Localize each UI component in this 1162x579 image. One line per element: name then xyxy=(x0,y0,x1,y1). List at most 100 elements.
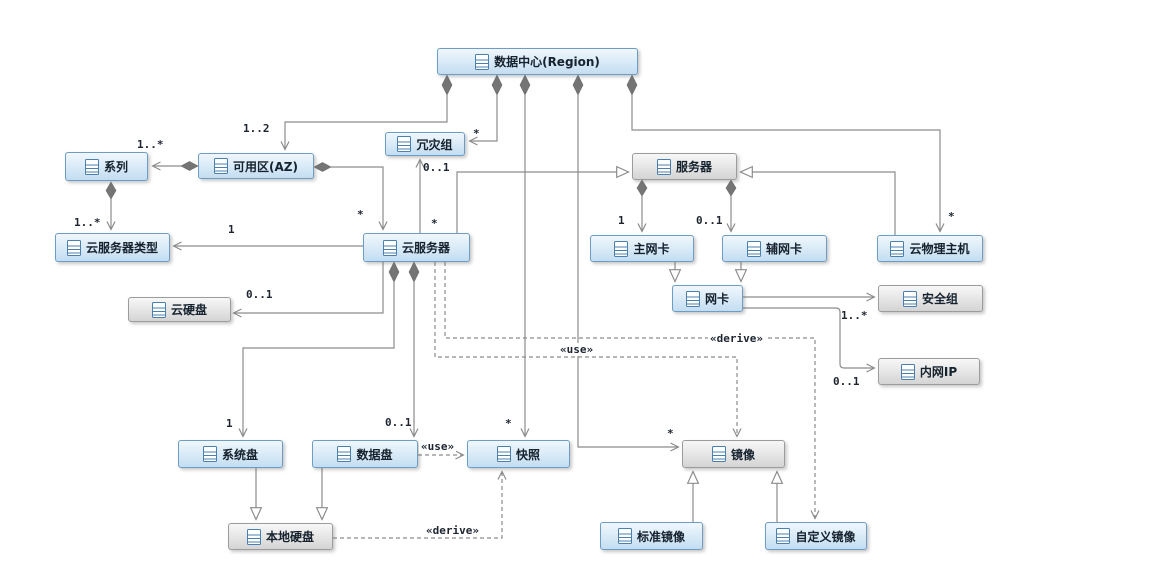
stereotype-label-use: «use» xyxy=(558,343,596,356)
composition-diamond xyxy=(519,74,531,96)
node-local-disk[interactable]: 本地硬盘 xyxy=(228,523,333,550)
edge-localdisk-snapshot-derive xyxy=(333,472,502,539)
composition-diamond xyxy=(636,179,648,197)
class-icon xyxy=(900,363,915,380)
class-icon xyxy=(382,239,397,256)
edge-datacenter-drgroup xyxy=(470,95,498,141)
node-cloud-disk[interactable]: 云硬盘 xyxy=(128,297,231,322)
composition-diamond xyxy=(491,74,503,96)
node-label: 云服务器 xyxy=(401,241,450,255)
edge-datacenter-physical xyxy=(631,95,940,231)
composition-diamond xyxy=(408,261,420,283)
node-snapshot[interactable]: 快照 xyxy=(467,440,570,468)
multiplicity-label: 1..* xyxy=(841,309,868,322)
multiplicity-label: 0..1 xyxy=(833,375,860,388)
node-label: 云服务器类型 xyxy=(85,241,158,255)
composition-diamond xyxy=(105,181,117,200)
composition-diamond xyxy=(388,261,400,283)
node-label: 安全组 xyxy=(921,292,958,306)
edge-cloudserver-image-use xyxy=(434,262,737,436)
node-server-type[interactable]: 云服务器类型 xyxy=(55,233,170,262)
class-icon xyxy=(902,290,917,307)
multiplicity-label: * xyxy=(473,127,480,140)
node-nic[interactable]: 网卡 xyxy=(672,285,743,312)
multiplicity-label: 0..1 xyxy=(696,214,723,227)
class-icon xyxy=(66,239,81,256)
node-label: 可用区(AZ) xyxy=(233,159,298,174)
node-label: 自定义镜像 xyxy=(795,529,856,544)
node-cloud-server[interactable]: 云服务器 xyxy=(363,233,470,262)
multiplicity-label: 1 xyxy=(618,214,625,227)
multiplicity-label: 1 xyxy=(228,223,235,236)
node-label: 云物理主机 xyxy=(909,242,970,256)
node-cloud-physical-host[interactable]: 云物理主机 xyxy=(877,235,983,262)
edge-cloudserver-server-gen xyxy=(456,172,628,233)
node-label: 系列 xyxy=(103,160,128,174)
multiplicity-label: 0..1 xyxy=(385,416,412,429)
class-icon xyxy=(746,240,761,257)
node-az[interactable]: 可用区(AZ) xyxy=(198,153,314,179)
node-label: 主网卡 xyxy=(633,242,670,256)
composition-diamond xyxy=(441,74,453,96)
class-icon xyxy=(776,528,791,544)
node-dr-group[interactable]: 冗灾组 xyxy=(385,132,465,156)
multiplicity-label: 1 xyxy=(226,417,233,430)
node-data-disk[interactable]: 数据盘 xyxy=(312,440,418,468)
composition-diamonds xyxy=(105,74,737,283)
stereotype-label-derive: «derive» xyxy=(708,332,765,345)
node-server[interactable]: 服务器 xyxy=(632,153,737,180)
composition-diamond xyxy=(180,161,199,171)
edge-nic-privateip xyxy=(743,307,874,368)
node-label: 冗灾组 xyxy=(416,137,453,152)
class-icon xyxy=(151,301,166,318)
class-icon xyxy=(246,528,261,545)
edge-cloudserver-customimage-derive xyxy=(444,262,815,518)
node-label: 快照 xyxy=(515,447,540,462)
stereotype-label-use: «use» xyxy=(419,440,457,453)
node-system-disk[interactable]: 系统盘 xyxy=(178,440,283,468)
class-icon xyxy=(614,240,629,257)
composition-diamond xyxy=(626,74,638,96)
node-secondary-nic[interactable]: 辅网卡 xyxy=(722,235,827,262)
multiplicity-label: * xyxy=(505,417,512,430)
class-icon xyxy=(656,158,671,175)
multiplicity-label: 1..* xyxy=(137,138,164,151)
node-standard-image[interactable]: 标准镜像 xyxy=(600,522,703,550)
edge-cloudserver-systemdisk xyxy=(243,282,395,436)
node-label: 本地硬盘 xyxy=(265,530,314,544)
multiplicity-label: * xyxy=(357,208,364,221)
node-private-ip[interactable]: 内网IP xyxy=(878,358,980,385)
node-series[interactable]: 系列 xyxy=(65,152,148,181)
stereotype-label-derive: «derive» xyxy=(424,524,481,537)
node-security-group[interactable]: 安全组 xyxy=(878,285,983,312)
composition-diamond xyxy=(313,162,332,172)
edge-cloudserver-clouddisk xyxy=(234,262,384,313)
multiplicity-label: 1..2 xyxy=(243,122,270,135)
node-label: 标准镜像 xyxy=(636,529,685,544)
multiplicity-label: * xyxy=(667,427,674,440)
node-label: 数据盘 xyxy=(356,447,393,462)
edge-datacenter-az xyxy=(285,95,448,149)
class-icon xyxy=(202,446,217,462)
node-datacenter[interactable]: 数据中心(Region) xyxy=(437,48,638,75)
multiplicity-label: 1..* xyxy=(74,216,101,229)
class-icon xyxy=(397,136,412,152)
node-label: 系统盘 xyxy=(221,447,258,462)
class-icon xyxy=(337,446,352,462)
class-icon xyxy=(617,528,632,544)
node-custom-image[interactable]: 自定义镜像 xyxy=(765,522,867,550)
class-icon xyxy=(84,158,99,175)
class-icon xyxy=(711,446,726,462)
node-image[interactable]: 镜像 xyxy=(682,440,785,468)
node-label: 数据中心(Region) xyxy=(494,55,600,69)
edge-az-cloudserver xyxy=(331,166,383,229)
multiplicity-label: * xyxy=(431,217,438,230)
composition-diamond xyxy=(725,179,737,197)
node-label: 内网IP xyxy=(919,365,958,379)
node-label: 网卡 xyxy=(704,292,729,306)
class-icon xyxy=(475,53,490,70)
node-primary-nic[interactable]: 主网卡 xyxy=(590,235,694,262)
multiplicity-label: * xyxy=(948,210,955,223)
